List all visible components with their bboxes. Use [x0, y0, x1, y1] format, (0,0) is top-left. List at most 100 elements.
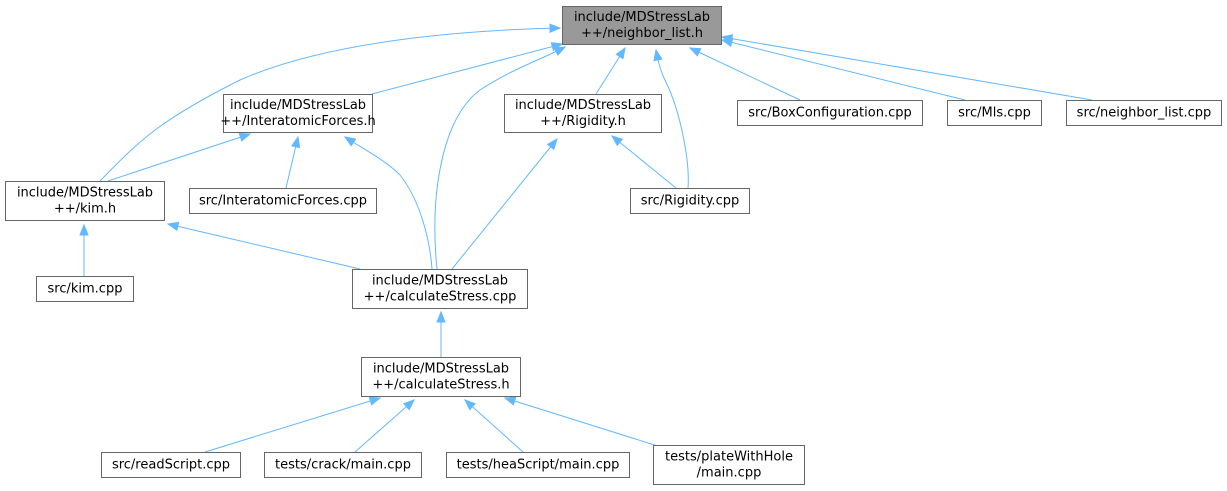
- node-box: [630, 188, 750, 214]
- edge-rigidity_cpp-to-neighbor_list_h: [653, 48, 689, 189]
- node-crack-main[interactable]: tests/crack/main.cpp: [264, 452, 422, 478]
- node-kim-cpp[interactable]: src/kim.cpp: [36, 276, 134, 302]
- edge-arrowhead: [79, 223, 89, 236]
- edge-line: [689, 47, 801, 101]
- edge-arrowhead: [549, 23, 562, 33]
- edge-mls_cpp-to-neighbor_list_h: [720, 37, 966, 101]
- node-label-line: tests/heaScript/main.cpp: [457, 458, 620, 473]
- edge-arrowhead: [290, 135, 301, 149]
- node-box: [223, 94, 373, 133]
- edge-readscript_cpp-to-calcstress_h: [204, 396, 382, 453]
- edge-arrowhead: [436, 310, 446, 323]
- edge-kim_h-to-neighbor_list_h: [99, 23, 562, 182]
- node-label-line: tests/crack/main.cpp: [275, 458, 411, 473]
- edge-line: [167, 223, 361, 270]
- node-box: [361, 357, 521, 397]
- node-label-line: src/readScript.cpp: [112, 458, 230, 473]
- node-box: [562, 6, 722, 45]
- node-label-line: src/kim.cpp: [48, 282, 123, 297]
- node-label-line: tests/plateWithHole: [665, 450, 793, 465]
- edge-line: [451, 138, 558, 270]
- node-label-line: include/MDStressLab: [372, 274, 508, 289]
- node-box: [446, 452, 630, 478]
- edge-line: [354, 399, 415, 453]
- node-interatomic-cpp[interactable]: src/InteratomicForces.cpp: [189, 188, 377, 214]
- edge-line: [721, 36, 1093, 101]
- node-readscript-cpp[interactable]: src/readScript.cpp: [101, 452, 241, 478]
- node-label-line: include/MDStressLab: [574, 10, 710, 25]
- edge-rigidity_cpp-to-rigidity_h: [610, 135, 677, 189]
- edge-line: [434, 46, 566, 270]
- node-boxconfig-cpp[interactable]: src/BoxConfiguration.cpp: [737, 100, 923, 126]
- node-calcstress-cpp[interactable]: include/MDStressLab++/calculateStress.cp…: [352, 269, 528, 309]
- node-label-line: include/MDStressLab: [373, 362, 509, 377]
- node-box: [504, 94, 662, 133]
- edge-arrowhead: [653, 48, 663, 62]
- node-box: [5, 181, 165, 221]
- edge-arrowhead: [238, 132, 252, 142]
- edge-line: [655, 49, 689, 189]
- node-label-line: ++/calculateStress.cpp: [364, 290, 517, 305]
- node-label-line: ++/calculateStress.h: [372, 378, 509, 393]
- node-box: [653, 445, 805, 485]
- edge-crack_main-to-calcstress_h: [354, 399, 416, 453]
- node-box: [189, 188, 377, 214]
- node-label-line: ++/Rigidity.h: [540, 114, 626, 129]
- edge-calcstress_cpp-to-rigidity_h: [451, 137, 558, 270]
- node-mls-cpp[interactable]: src/Mls.cpp: [947, 100, 1042, 126]
- node-label-line: /main.cpp: [697, 466, 762, 481]
- node-label-line: ++/InteratomicForces.h: [220, 114, 375, 129]
- node-box: [101, 452, 241, 478]
- edge-line: [344, 136, 433, 270]
- node-neighbor-list-cpp[interactable]: src/neighbor_list.cpp: [1066, 100, 1222, 126]
- edge-line: [371, 43, 563, 95]
- edge-arrowhead: [610, 135, 624, 147]
- node-calcstress-h[interactable]: include/MDStressLab++/calculateStress.h: [361, 357, 521, 397]
- edges-layer: [79, 23, 1093, 453]
- edge-arrowhead: [503, 396, 517, 406]
- node-box: [264, 452, 422, 478]
- node-neighbor-list-h[interactable]: include/MDStressLab++/neighbor_list.h: [562, 6, 722, 45]
- node-label-line: include/MDStressLab: [515, 98, 651, 113]
- node-label-line: include/MDStressLab: [17, 186, 153, 201]
- node-label-line: src/Rigidity.cpp: [641, 194, 739, 209]
- edge-interatomic_cpp-to-interatomic_h: [285, 135, 301, 189]
- edge-interatomic_h-to-neighbor_list_h: [371, 42, 564, 95]
- node-heascript-main[interactable]: tests/heaScript/main.cpp: [446, 452, 630, 478]
- edge-calcstress_h-to-calcstress_cpp: [436, 310, 446, 357]
- node-box: [36, 276, 134, 302]
- node-box: [947, 100, 1042, 126]
- edge-line: [504, 397, 665, 449]
- edge-arrowhead: [720, 34, 734, 44]
- edge-arrowhead: [402, 399, 416, 411]
- node-label-line: ++/kim.h: [54, 202, 116, 217]
- node-kim-h[interactable]: include/MDStressLab++/kim.h: [5, 181, 165, 221]
- node-label-line: src/neighbor_list.cpp: [1077, 106, 1212, 121]
- edge-arrowhead: [688, 47, 702, 57]
- edge-arrowhead: [166, 221, 180, 232]
- node-box: [1066, 100, 1222, 126]
- edge-platehole_main-to-calcstress_h: [503, 396, 665, 449]
- edge-kim_h-to-interatomic_h: [107, 132, 252, 182]
- nodes-layer: include/MDStressLab++/neighbor_list.hinc…: [5, 6, 1222, 485]
- node-label-line: src/Mls.cpp: [958, 106, 1031, 121]
- edge-arrowhead: [553, 46, 567, 56]
- edge-arrowhead: [615, 46, 626, 60]
- node-rigidity-h[interactable]: include/MDStressLab++/Rigidity.h: [504, 94, 662, 133]
- node-rigidity-cpp[interactable]: src/Rigidity.cpp: [630, 188, 750, 214]
- edge-calcstress_cpp-to-interatomic_h: [343, 136, 433, 270]
- node-platehole-main[interactable]: tests/plateWithHole/main.cpp: [653, 445, 805, 485]
- edge-calcstress_cpp-to-neighbor_list_h: [434, 46, 567, 270]
- node-box: [352, 269, 528, 309]
- node-label-line: ++/neighbor_list.h: [581, 26, 703, 41]
- node-interatomic-h[interactable]: include/MDStressLab++/InteratomicForces.…: [220, 94, 376, 133]
- edge-arrowhead: [463, 399, 476, 411]
- edge-boxconfig_cpp-to-neighbor_list_h: [688, 47, 801, 101]
- edge-kim_cpp-to-kim_h: [79, 223, 89, 276]
- edge-line: [464, 399, 524, 453]
- edge-line: [611, 135, 677, 189]
- node-label-line: include/MDStressLab: [230, 98, 366, 113]
- edge-rigidity_h-to-neighbor_list_h: [595, 46, 626, 95]
- edge-arrowhead: [368, 396, 382, 406]
